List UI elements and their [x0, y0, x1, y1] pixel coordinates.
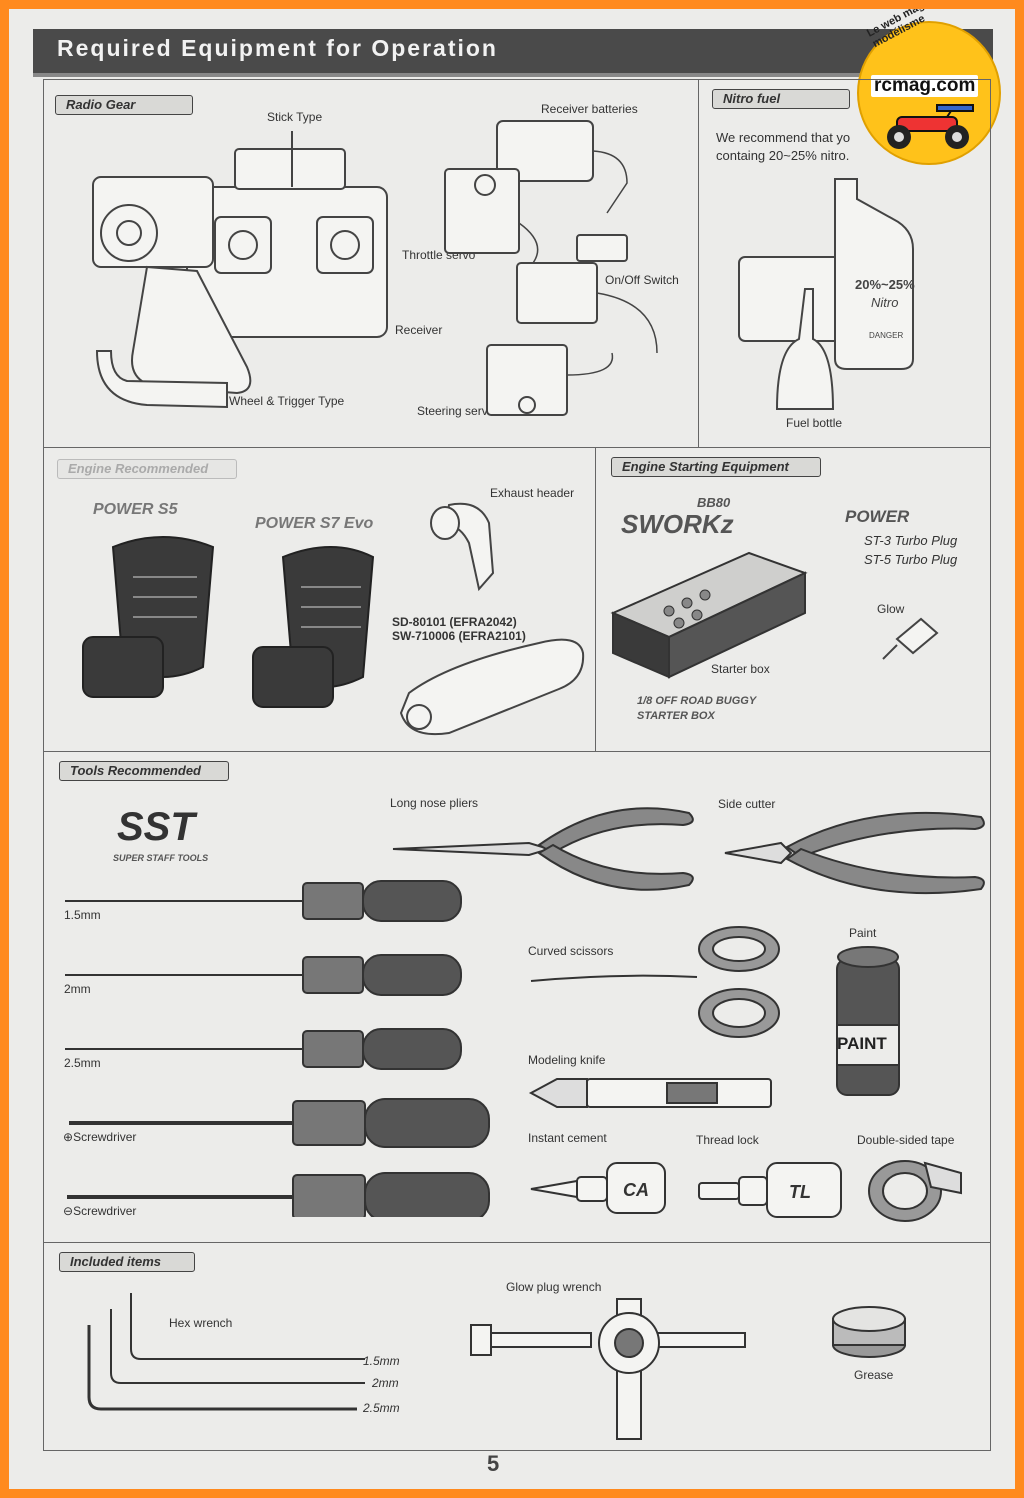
hex-driver-15-label: 1.5mm — [64, 908, 101, 922]
engine-recommended-heading: Engine Recommended — [57, 459, 237, 479]
fuel-containers-illustration — [738, 178, 914, 410]
wheel-trigger-type-label: Wheel & Trigger Type — [229, 394, 345, 408]
buggy-icon — [887, 104, 974, 149]
long-nose-pliers-illustration — [392, 807, 694, 891]
divider-col1 — [698, 79, 699, 447]
exhaust-illustration — [399, 502, 585, 735]
transmitter-illustration — [92, 131, 388, 409]
nitro-fuel-heading: Nitro fuel — [712, 89, 850, 109]
plug1-label: ST-3 Turbo Plug — [864, 533, 958, 548]
hex-wrench-2-label: 2mm — [372, 1376, 399, 1390]
divider-col2 — [595, 447, 596, 751]
glow-plug-wrench-label: Glow plug wrench — [506, 1280, 602, 1294]
divider-row1 — [43, 447, 991, 448]
paint-can-text: PAINT — [837, 1034, 887, 1053]
engine-starting-heading: Engine Starting Equipment — [611, 457, 821, 477]
hex-wrenches-illustration — [87, 1293, 365, 1411]
nitro-text-line1: We recommend that yo — [716, 130, 851, 145]
side-cutter-label: Side cutter — [718, 797, 776, 811]
paint-label: Paint — [849, 926, 877, 940]
page-number: 5 — [487, 1451, 500, 1476]
part-number-line2: SW-710006 (EFRA2101) — [392, 629, 526, 643]
thread-lock-label: Thread lock — [696, 1133, 759, 1147]
paint-can-illustration — [836, 946, 900, 1096]
nitro-text-line2: containg 20~25% nitro. — [716, 148, 850, 163]
divider-row2 — [43, 751, 991, 752]
page-title: Required Equipment for Operation — [57, 35, 498, 61]
grease-tub-illustration — [832, 1306, 906, 1358]
plug2-label: ST-5 Turbo Plug — [864, 552, 958, 567]
glow-plug-wrench-illustration — [470, 1298, 746, 1440]
starter-box-caption-line1: 1/8 OFF ROAD BUGGY — [637, 695, 757, 707]
jug-nitro-label: Nitro — [871, 295, 899, 310]
radio-gear-heading: Radio Gear — [55, 95, 193, 115]
flat-screwdriver-label: ⊖Screwdriver — [63, 1204, 137, 1218]
divider-row3 — [43, 1242, 991, 1243]
long-nose-pliers-label: Long nose pliers — [390, 796, 479, 810]
hex-wrench-15-label: 1.5mm — [363, 1354, 400, 1368]
engines-illustration — [82, 536, 375, 708]
stick-type-label: Stick Type — [267, 110, 323, 124]
jug-danger-label: DANGER — [869, 331, 904, 340]
content-frame — [43, 79, 991, 1451]
sst-logo: SST — [117, 805, 195, 849]
phillips-icon: ⊕ — [63, 1130, 74, 1144]
starter-box-caption-line2: STARTER BOX — [637, 710, 715, 722]
sworkz-logo: SWORKz — [621, 509, 734, 539]
bb80-label: BB80 — [697, 495, 731, 510]
sst-subtitle: SUPER STAFF TOOLS — [113, 853, 209, 863]
ca-bottle-text: CA — [623, 1180, 649, 1200]
thread-lock-illustration — [698, 1162, 842, 1218]
logo-name: rcmag.com — [871, 75, 979, 97]
fuel-bottle-label: Fuel bottle — [786, 416, 843, 430]
starter-box-label: Starter box — [711, 662, 770, 676]
brand-s5-logo: POWER S5 — [93, 501, 178, 518]
tools-recommended-heading: Tools Recommended — [59, 761, 229, 781]
phillips-screwdriver-label: ⊕Screwdriver — [63, 1130, 137, 1144]
modeling-knife-label: Modeling knife — [528, 1053, 606, 1067]
grease-label: Grease — [854, 1368, 894, 1382]
side-cutter-illustration — [724, 811, 985, 895]
part-number-line1: SD-80101 (EFRA2042) — [392, 615, 517, 629]
receiver-batteries-label: Receiver batteries — [541, 102, 638, 116]
exhaust-header-label: Exhaust header — [490, 486, 575, 500]
receiver-label: Receiver — [395, 323, 443, 337]
receiver-servos-illustration — [444, 120, 658, 416]
double-sided-tape-label: Double-sided tape — [857, 1133, 955, 1147]
glow-plug-illustration — [882, 617, 939, 660]
manual-page: Required Equipment for Operation Le web … — [9, 9, 1015, 1489]
instant-cement-label: Instant cement — [528, 1131, 607, 1145]
hex-wrench-25-label: 2.5mm — [363, 1401, 400, 1415]
hex-driver-2-label: 2mm — [64, 982, 91, 996]
drivers-illustration — [65, 880, 490, 1217]
steering-servo-label: Steering servo — [417, 404, 495, 418]
curved-scissors-label: Curved scissors — [528, 944, 614, 958]
included-items-heading: Included items — [59, 1252, 195, 1272]
brand-s7-logo: POWER S7 Evo — [255, 515, 374, 532]
modeling-knife-illustration — [528, 1078, 772, 1108]
rcmag-logo: Le web magazine du modélisme rcmag.com — [857, 9, 1001, 165]
hex-driver-25-label: 2.5mm — [64, 1056, 101, 1070]
flat-head-icon: ⊖ — [63, 1204, 74, 1218]
glow-label: Glow — [877, 602, 905, 616]
instant-cement-illustration — [530, 1162, 666, 1214]
starter-box-illustration — [610, 551, 808, 679]
spower-logo: POWER — [845, 507, 910, 526]
hex-wrench-label: Hex wrench — [169, 1316, 233, 1330]
on-off-switch-label: On/Off Switch — [605, 273, 679, 287]
curved-scissors-illustration — [530, 926, 780, 1038]
jug-percent-label: 20%~25% — [855, 277, 915, 292]
tape-roll-illustration — [868, 1160, 962, 1222]
title-banner: Required Equipment for Operation — [33, 29, 993, 77]
tl-bottle-text: TL — [789, 1182, 811, 1202]
